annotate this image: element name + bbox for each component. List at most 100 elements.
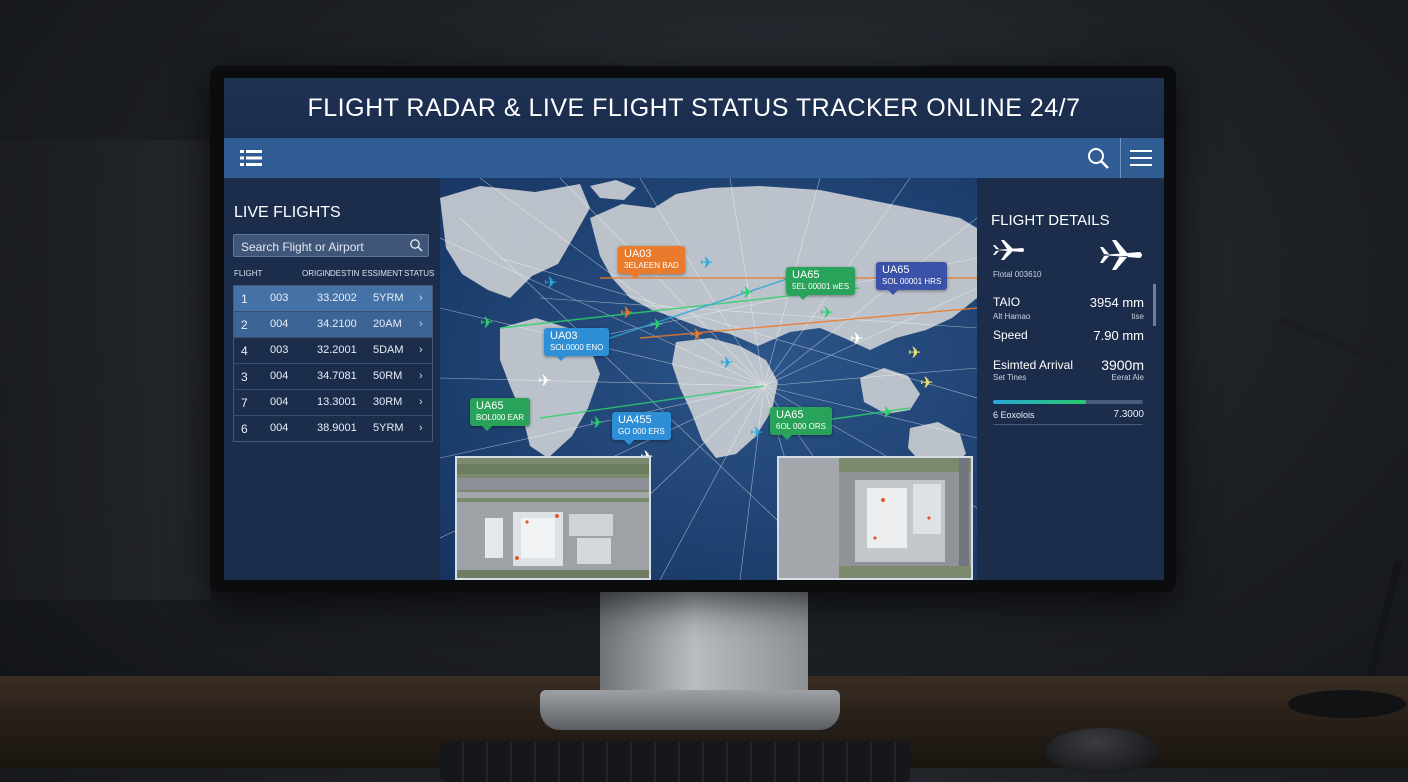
airplane-icon: ✈ <box>720 353 733 372</box>
airplane-icon <box>1100 240 1142 270</box>
flight-row[interactable]: 2 004 34.2100 20AM › <box>234 312 432 338</box>
flight-tag[interactable]: UA03 3ELAEEN BAD <box>618 246 685 279</box>
flight-number: 004 <box>270 422 289 434</box>
detail-subvalue: Eerat Ale <box>1111 373 1144 382</box>
flight-tag[interactable]: UA65 SOL 00001 HRS <box>876 262 948 295</box>
flight-tag[interactable]: UA65 5EL 00001 wES <box>786 267 856 300</box>
column-header: ORIGIN <box>302 269 331 278</box>
chevron-right-icon: › <box>419 422 423 434</box>
flight-tag-info: GO 000 ERS <box>618 427 665 436</box>
flight-tag-code: UA65 <box>882 264 910 276</box>
flight-row[interactable]: 4 003 32.2001 5DAM › <box>234 338 432 364</box>
flight-time: 33.2002 <box>317 292 357 304</box>
flight-tag-code: UA65 <box>792 269 820 281</box>
airplane-icon: ✈ <box>650 315 663 334</box>
flight-status: 5DAM <box>373 344 404 356</box>
chevron-right-icon: › <box>419 396 423 408</box>
flight-tag-code: UA65 <box>476 400 504 412</box>
column-header: ESSIMENT <box>362 269 403 278</box>
footer-divider <box>993 424 1143 425</box>
airplane-icon: ✈ <box>750 423 763 442</box>
flight-tag-code: UA03 <box>624 248 652 260</box>
flight-row[interactable]: 1 003 33.2002 5YRM › <box>234 286 432 312</box>
flight-details-title: FLIGHT DETAILS <box>991 212 1110 229</box>
flight-radar-map[interactable]: ✈ ✈ ✈ ✈ ✈ ✈ ✈ ✈ ✈ ✈ ✈ ✈ ✈ ✈ ✈ ✈ ✈ ✈ UA03 <box>440 178 977 580</box>
flight-tag[interactable]: UA03 SOL0000 ENO <box>544 328 610 361</box>
list-menu-icon[interactable] <box>240 150 262 166</box>
flight-time: 32.2001 <box>317 344 357 356</box>
row-number: 6 <box>241 422 248 436</box>
airplane-icon: ✈ <box>620 303 633 322</box>
flight-search-box[interactable] <box>233 234 429 258</box>
column-header: FLIGHT <box>234 269 263 278</box>
flight-row[interactable]: 6 004 38.9001 5YRM › <box>234 416 432 441</box>
flight-tag-code: UA65 <box>776 409 804 421</box>
flight-tag-info: 5EL 00001 wES <box>792 282 850 291</box>
flight-progress-fill <box>993 400 1086 404</box>
column-header: DESTIN <box>330 269 360 278</box>
airplane-icon: ✈ <box>880 403 893 422</box>
row-number: 2 <box>241 318 248 332</box>
airport-satellite-view[interactable] <box>777 456 973 580</box>
flight-row[interactable]: 3 004 34.7081 50RM › <box>234 364 432 390</box>
airport-aerial-image <box>457 458 649 578</box>
flight-number: 003 <box>270 344 289 356</box>
chevron-right-icon: › <box>419 292 423 304</box>
flight-tag-info: BOL000 EAR <box>476 413 525 422</box>
flight-tag-info: 6OL 000 ORS <box>776 422 826 431</box>
flight-tag-code: UA03 <box>550 330 578 342</box>
hamburger-icon[interactable] <box>1130 148 1152 168</box>
detail-value: 3954 mm <box>1089 295 1144 310</box>
details-scrollbar[interactable] <box>1153 284 1156 326</box>
footer-value: 7.3000 <box>1113 409 1144 420</box>
airplane-icon: ✈ <box>850 329 863 348</box>
nav-bar <box>224 138 1164 178</box>
flight-tag[interactable]: UA455 GO 000 ERS <box>612 412 671 445</box>
flight-tag[interactable]: UA65 6OL 000 ORS <box>770 407 832 440</box>
chevron-right-icon: › <box>419 344 423 356</box>
monitor-stand-base <box>540 690 840 730</box>
flight-tag-info: SOL 00001 HRS <box>882 277 942 286</box>
detail-sublabel: Set Tines <box>993 373 1027 382</box>
app-screen: FLIGHT RADAR & LIVE FLIGHT STATUS TRACKE… <box>224 78 1164 580</box>
flight-table: 1 003 33.2002 5YRM › 2 004 34.2100 20AM … <box>233 285 433 442</box>
flight-tag-code: UA455 <box>618 414 652 426</box>
detail-label: Speed <box>993 328 1028 342</box>
flight-time: 38.9001 <box>317 422 357 434</box>
nav-divider <box>1120 138 1121 178</box>
search-icon[interactable] <box>409 238 423 252</box>
flight-time: 34.2100 <box>317 318 357 330</box>
background-shelf <box>0 140 210 600</box>
flight-status: 30RM <box>373 396 403 408</box>
airport-satellite-view[interactable] <box>455 456 651 580</box>
flight-row[interactable]: 7 004 13.3001 30RM › <box>234 390 432 416</box>
flight-number: 004 <box>270 370 289 382</box>
airplane-icon: ✈ <box>690 325 703 344</box>
detail-sublabel: Alt Hamao <box>993 312 1031 321</box>
chevron-right-icon: › <box>419 318 423 330</box>
flight-number: 004 <box>270 318 289 330</box>
row-number: 3 <box>241 370 248 384</box>
airplane-icon: ✈ <box>700 253 713 272</box>
flight-details-panel: FLIGHT DETAILS Flotal 003610 TAIO 3954 m… <box>977 178 1164 580</box>
flight-status: 5YRM <box>373 422 404 434</box>
flight-progress-bar <box>993 400 1143 404</box>
airplane-icon: ✈ <box>920 373 933 392</box>
monitor-stand <box>600 585 808 697</box>
app-title: FLIGHT RADAR & LIVE FLIGHT STATUS TRACKE… <box>224 78 1164 138</box>
airport-aerial-image <box>779 458 971 578</box>
flight-search-input[interactable] <box>234 235 413 258</box>
airplane-icon: ✈ <box>908 343 921 362</box>
row-number: 7 <box>241 396 248 410</box>
airplane-icon: ✈ <box>590 413 603 432</box>
flight-tag[interactable]: UA65 BOL000 EAR <box>470 398 531 431</box>
airplane-icon: ✈ <box>740 283 753 302</box>
live-flights-title: LIVE FLIGHTS <box>234 204 341 221</box>
computer-mouse <box>1046 728 1158 774</box>
detail-value: 7.90 mm <box>1093 328 1144 343</box>
search-icon[interactable] <box>1086 146 1110 170</box>
chevron-right-icon: › <box>419 370 423 382</box>
flight-number: 004 <box>270 396 289 408</box>
flight-time: 34.7081 <box>317 370 357 382</box>
flight-time: 13.3001 <box>317 396 357 408</box>
